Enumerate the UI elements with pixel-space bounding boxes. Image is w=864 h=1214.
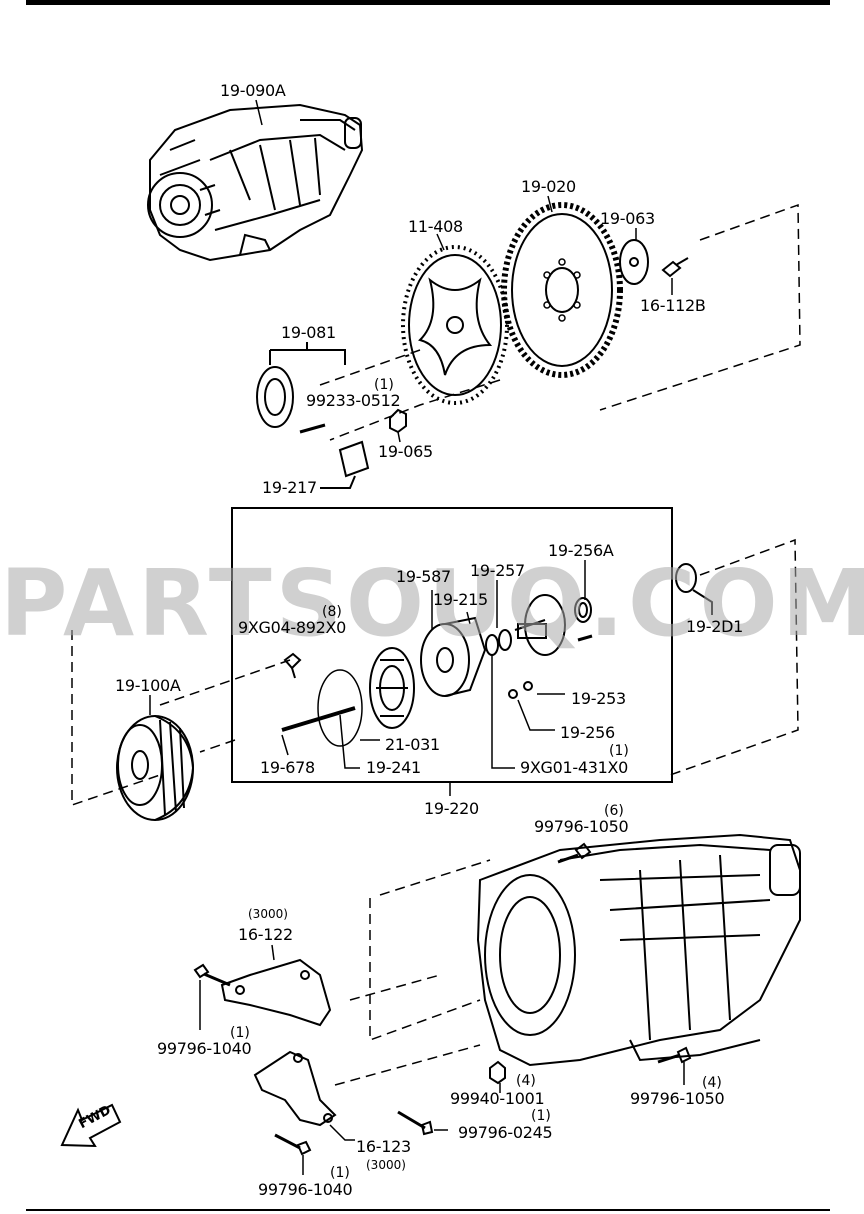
label-21-031[interactable]: 21-031 — [385, 735, 440, 754]
label-11-408[interactable]: 11-408 — [408, 217, 463, 236]
bolt-99796-0245 — [397, 1110, 448, 1136]
oil-pump-group-box — [231, 507, 673, 783]
spacer-19-081 — [256, 342, 346, 428]
label-19-587[interactable]: 19-587 — [396, 567, 451, 586]
qty-99796-1040-left: (1) — [230, 1025, 250, 1041]
label-9XG04-892X0[interactable]: 9XG04-892X0 — [238, 618, 347, 637]
label-99233-0512[interactable]: 99233-0512 — [306, 391, 401, 410]
label-19-256A[interactable]: 19-256A — [548, 541, 614, 560]
label-19-065[interactable]: 19-065 — [378, 442, 433, 461]
qty-9XG01: (1) — [609, 743, 629, 759]
bolt-99796-1040-bottom — [274, 1133, 312, 1175]
label-19-241[interactable]: 19-241 — [366, 758, 421, 777]
label-19-220[interactable]: 19-220 — [424, 799, 479, 818]
qty-99796-0245: (1) — [531, 1108, 551, 1124]
flywheel-ring-gear — [501, 202, 623, 378]
label-19-217[interactable]: 19-217 — [262, 478, 317, 497]
oil-pump-parts — [281, 560, 593, 769]
torque-converter — [116, 695, 195, 821]
plate-19-063 — [619, 228, 649, 285]
label-19-257[interactable]: 19-257 — [470, 561, 525, 580]
drive-plate — [401, 245, 509, 405]
qty-99796-1040-bottom: (1) — [330, 1165, 350, 1181]
reference-dashline — [599, 203, 801, 411]
qty-9XG04: (8) — [322, 604, 342, 620]
bolt-99796-1050-top — [557, 842, 592, 864]
label-16-122[interactable]: 16-122 — [238, 925, 293, 944]
plate-19-217 — [320, 440, 370, 489]
label-19-253[interactable]: 19-253 — [571, 689, 626, 708]
bolt-99796-1040-left — [193, 963, 231, 1030]
label-99796-1050-top[interactable]: 99796-1050 — [534, 817, 629, 836]
bolt-99796-1050-bottom — [657, 1046, 692, 1085]
label-99796-1050-bottom[interactable]: 99796-1050 — [630, 1089, 725, 1108]
bolt-16-112B — [661, 257, 689, 295]
label-19-215[interactable]: 19-215 — [433, 590, 488, 609]
qty-99233: (1) — [374, 377, 394, 393]
transmission-assembly-top — [147, 103, 364, 262]
bracket-16-123 — [253, 1050, 355, 1141]
bolt-99233 — [299, 423, 326, 434]
nut-99940-1001 — [489, 1060, 506, 1093]
label-19-2D1[interactable]: 19-2D1 — [686, 617, 744, 636]
qty-99940-1001: (4) — [516, 1073, 536, 1089]
label-19-020[interactable]: 19-020 — [521, 177, 576, 196]
nut-19-065 — [389, 408, 407, 443]
label-19-256[interactable]: 19-256 — [560, 723, 615, 742]
label-99940-1001[interactable]: 99940-1001 — [450, 1089, 545, 1108]
label-16-123[interactable]: 16-123 — [356, 1137, 411, 1156]
qty-16-122: (3000) — [248, 907, 288, 921]
label-19-090A[interactable]: 19-090A — [220, 81, 286, 100]
fwd-arrow-icon — [60, 1103, 122, 1148]
label-99796-0245[interactable]: 99796-0245 — [458, 1123, 553, 1142]
label-19-100A[interactable]: 19-100A — [115, 676, 181, 695]
label-19-063[interactable]: 19-063 — [600, 209, 655, 228]
label-16-112B[interactable]: 16-112B — [640, 296, 706, 315]
transmission-case-bottom — [476, 833, 801, 1067]
o-ring-19-2D1 — [675, 563, 713, 615]
bracket-16-122 — [220, 944, 332, 1027]
qty-99796-1050-top: (6) — [604, 803, 624, 819]
qty-16-123: (3000) — [366, 1158, 406, 1172]
label-19-081[interactable]: 19-081 — [281, 323, 336, 342]
qty-99796-1050-bottom: (4) — [702, 1075, 722, 1091]
label-9XG01-431X0[interactable]: 9XG01-431X0 — [520, 758, 629, 777]
label-99796-1040-left[interactable]: 99796-1040 — [157, 1039, 252, 1058]
label-99796-1040-bottom[interactable]: 99796-1040 — [258, 1180, 353, 1199]
top-border — [26, 0, 830, 5]
label-19-678[interactable]: 19-678 — [260, 758, 315, 777]
